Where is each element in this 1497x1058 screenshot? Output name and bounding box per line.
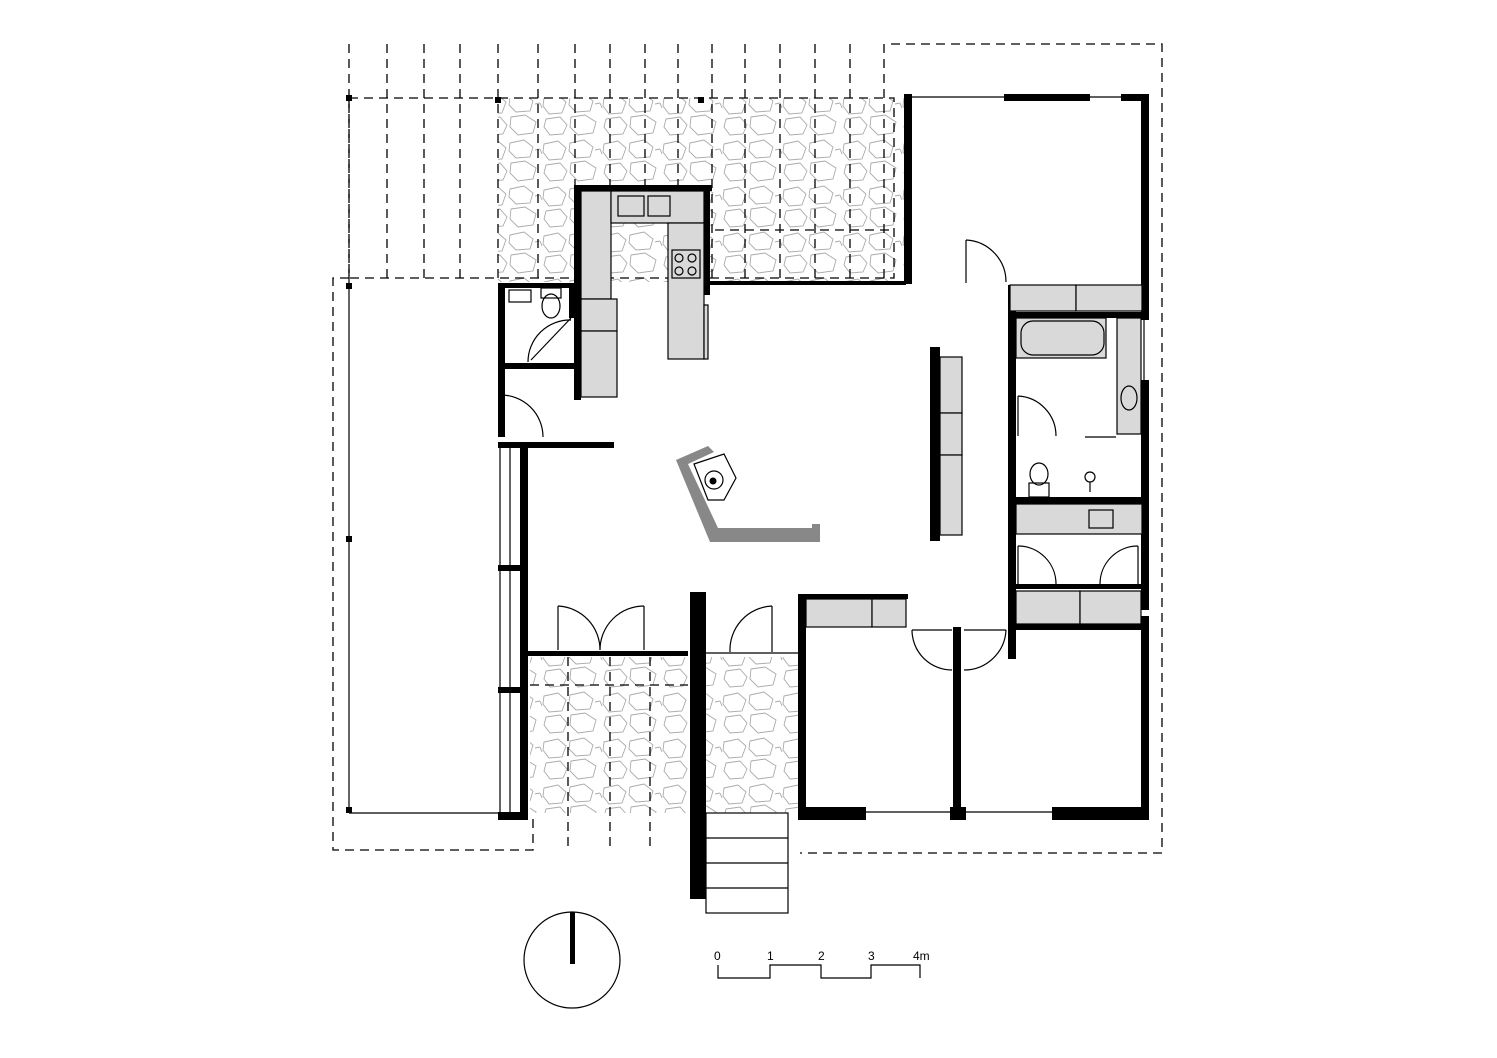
bathtub-icon — [1020, 320, 1105, 356]
basin-icon — [1088, 385, 1138, 529]
scale-label-1: 1 — [767, 949, 774, 963]
joinery — [580, 190, 1143, 628]
cooktop-icon — [671, 249, 701, 279]
shower-icon — [1084, 436, 1116, 492]
doors — [499, 101, 1145, 690]
roof-outline — [332, 43, 1163, 854]
front-courtyard-paving-left — [530, 657, 688, 813]
pergola-outline — [348, 44, 895, 279]
scale-bar: 0 1 2 3 4m — [714, 949, 930, 979]
toilet-icon — [508, 287, 1050, 498]
walls — [498, 94, 1149, 899]
side-verandah — [346, 95, 704, 814]
scale-label-0: 0 — [714, 949, 721, 963]
fireplace-icon — [676, 446, 820, 542]
north-arrow-icon — [523, 911, 621, 1009]
scale-label-4m: 4m — [913, 949, 930, 963]
scale-label-2: 2 — [818, 949, 825, 963]
scale-label-3: 3 — [868, 949, 875, 963]
kitchen-sink — [617, 195, 671, 217]
front-courtyard-paving-right — [706, 657, 798, 813]
entry-steps — [705, 812, 789, 914]
